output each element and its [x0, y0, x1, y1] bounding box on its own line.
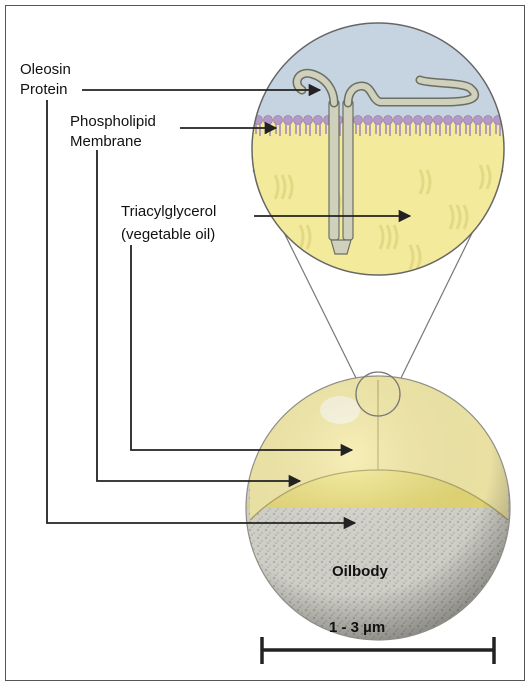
label-oilbody: Oilbody: [332, 563, 388, 580]
label-phospholipid-line2: Membrane: [70, 133, 142, 150]
label-tag-line1: Triacylglycerol: [121, 203, 216, 220]
label-oleosin-line2: Protein: [20, 81, 68, 98]
oilbody-sphere: [246, 372, 510, 640]
scale-bar: [262, 637, 494, 664]
label-oleosin-line1: Oleosin: [20, 61, 71, 78]
label-tag-line2: (vegetable oil): [121, 226, 215, 243]
label-scale: 1 - 3 µm: [329, 619, 385, 636]
label-phospholipid-line1: Phospholipid: [70, 113, 156, 130]
